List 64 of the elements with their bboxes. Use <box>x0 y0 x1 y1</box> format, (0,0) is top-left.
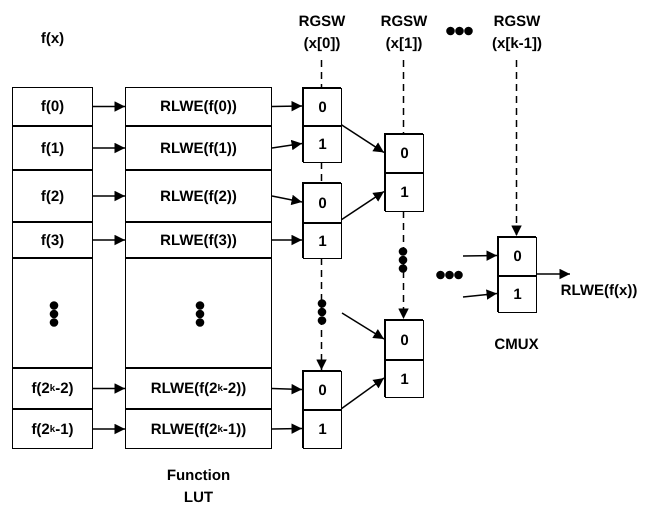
input-cell: 0 <box>303 371 342 410</box>
table-cell: RLWE(f(2$^{k}$-2)) <box>125 368 272 409</box>
arrow <box>272 234 302 246</box>
arrow <box>340 124 384 154</box>
mux-box <box>384 319 423 397</box>
input-label: RGSW (x[1]) <box>364 5 444 60</box>
table-cell: RLWE(f(3)) <box>125 222 272 258</box>
arrow <box>536 268 570 280</box>
input-cell: 1 <box>385 173 424 212</box>
input-cell: 1 <box>385 360 424 398</box>
input-cell: 0 <box>385 134 424 173</box>
table-cell: f(3) <box>12 222 93 258</box>
mux-box <box>302 182 341 258</box>
mux-box <box>497 236 536 312</box>
column-heading: f(x) <box>40 29 66 49</box>
arrow <box>93 383 125 394</box>
arrow <box>272 423 302 434</box>
table-cell: f(1) <box>12 126 93 170</box>
table-cell: f(2$^{k}$-2) <box>12 368 93 409</box>
input-label: RGSW (x[k-1]) <box>481 5 553 60</box>
input-cell: 0 <box>385 320 424 360</box>
input-cell: 1 <box>498 276 537 313</box>
input-cell: 1 <box>303 126 342 163</box>
arrow <box>462 289 498 300</box>
table-cell: RLWE(f(0)) <box>125 87 272 126</box>
arrow <box>340 377 384 410</box>
dashed-line <box>320 60 322 87</box>
arrow <box>462 250 498 261</box>
arrow <box>93 234 125 246</box>
input-cell: 1 <box>303 223 342 259</box>
arrow <box>93 101 125 112</box>
dashed-line <box>402 60 404 133</box>
arrow <box>93 142 125 154</box>
input-cell: 0 <box>303 183 342 223</box>
input-cell: 0 <box>498 237 537 276</box>
arrow <box>342 312 384 340</box>
mux-box <box>384 133 423 211</box>
mux-box <box>302 87 341 162</box>
arrow <box>340 190 384 221</box>
mux-caption: CMUX <box>493 335 540 355</box>
dashed-arrow <box>511 60 522 236</box>
output-label: RLWE(f(x)) <box>538 278 660 304</box>
table-cell: RLWE(f(2$^{k}$-1)) <box>125 409 272 449</box>
arrow <box>272 384 302 394</box>
column-heading: Function LUT <box>166 466 232 508</box>
table-cell: RLWE(f(2)) <box>125 170 272 222</box>
input-label: RGSW (x[0]) <box>283 5 361 60</box>
arrow <box>272 194 302 206</box>
ellipsis-cell <box>12 258 93 368</box>
table-cell: f(0) <box>12 87 93 126</box>
table-cell: RLWE(f(1)) <box>125 126 272 170</box>
table-cell: f(2$^{k}$-1) <box>12 409 93 449</box>
input-cell: 0 <box>303 88 342 126</box>
arrow <box>272 100 302 112</box>
arrow <box>93 424 125 434</box>
input-cell: 1 <box>303 410 342 449</box>
ellipsis-cell <box>125 258 272 368</box>
mux-box <box>302 370 341 448</box>
arrow <box>272 140 302 150</box>
table-cell: f(2) <box>12 170 93 222</box>
dashed-arrow <box>398 211 409 319</box>
dashed-arrow <box>316 258 327 370</box>
dashed-line <box>320 162 322 182</box>
arrow <box>93 190 125 202</box>
